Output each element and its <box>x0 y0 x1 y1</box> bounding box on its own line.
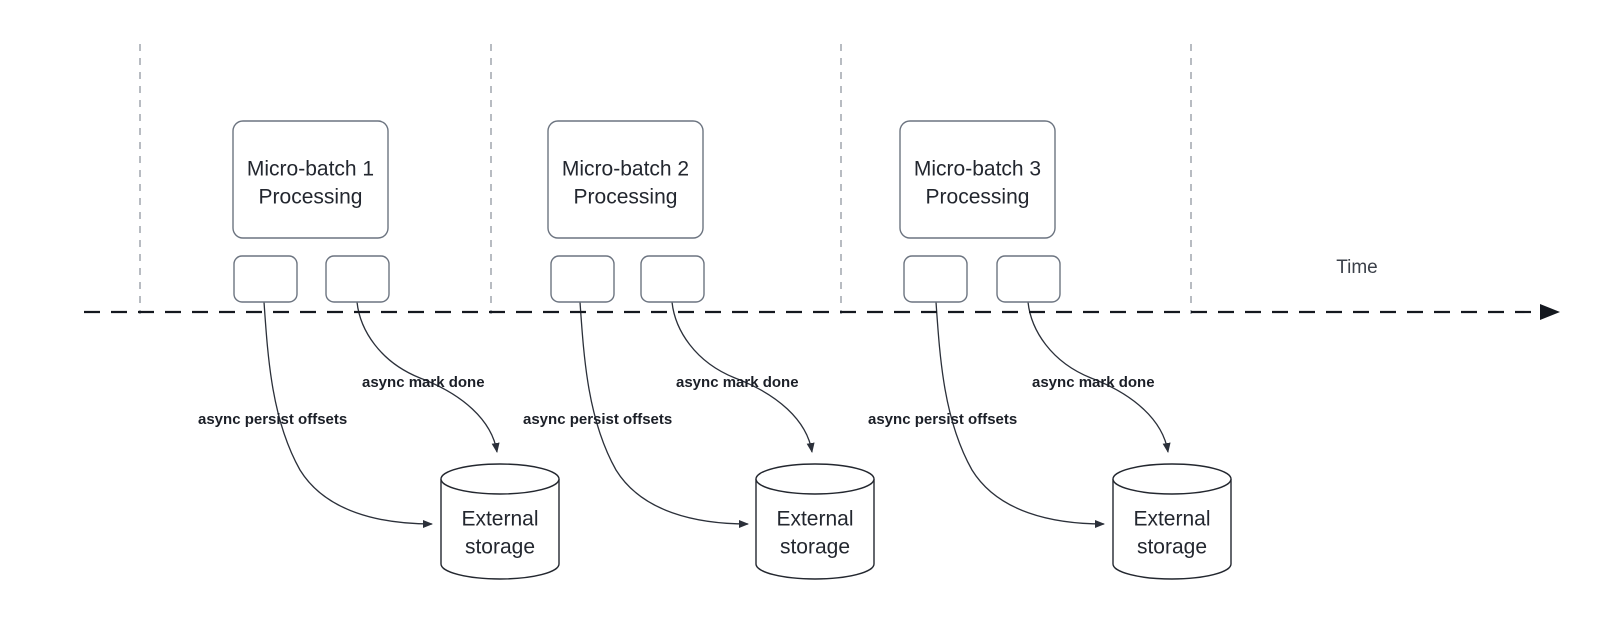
task-box-3-2[interactable] <box>996 255 1061 303</box>
processing-box-2[interactable]: Micro-batch 2 Processing <box>547 120 704 239</box>
edge-label-persist-offsets-3: async persist offsets <box>868 411 1017 428</box>
edge-label-persist-offsets-2: async persist offsets <box>523 411 672 428</box>
edges-layer <box>263 301 1171 528</box>
external-storage-3[interactable]: External storage <box>1112 463 1232 580</box>
storage-label-line1: External <box>776 508 853 531</box>
storage-label-line1: External <box>1133 508 1210 531</box>
edge-persist-offsets-1 <box>263 301 433 528</box>
processing-box-label-line2: Processing <box>574 186 678 209</box>
processing-box-label-line1: Micro-batch 2 <box>562 158 689 181</box>
edge-mark-done-1 <box>356 301 500 453</box>
processing-box-shape <box>899 120 1056 239</box>
task-box-1-1[interactable] <box>233 255 298 303</box>
processing-box-label-line1: Micro-batch 1 <box>247 158 374 181</box>
cylinder-body <box>755 479 875 580</box>
edge-mark-done-2 <box>671 301 815 453</box>
edge-label-mark-done-3: async mark done <box>1032 374 1155 391</box>
timeline-tick-group <box>139 44 1192 314</box>
task-box-2-1[interactable] <box>550 255 615 303</box>
cylinder-top-icon <box>1112 463 1232 495</box>
edge-label-mark-done-1: async mark done <box>362 374 485 391</box>
cylinder-body <box>1112 479 1232 580</box>
task-box-1-2[interactable] <box>325 255 390 303</box>
processing-box-label-line1: Micro-batch 3 <box>914 158 1041 181</box>
edge-persist-offsets-2 <box>579 301 749 528</box>
storage-label-line2: storage <box>465 536 535 559</box>
processing-box-3[interactable]: Micro-batch 3 Processing <box>899 120 1056 239</box>
edge-labels-layer: async persist offsets async mark done asyn… <box>198 374 1155 428</box>
storage-label-line2: storage <box>1137 536 1207 559</box>
cylinder-top-icon <box>755 463 875 495</box>
processing-box-label-line2: Processing <box>259 186 363 209</box>
cylinder-body <box>440 479 560 580</box>
edge-label-persist-offsets-1: async persist offsets <box>198 411 347 428</box>
storage-label-line1: External <box>461 508 538 531</box>
edge-label-mark-done-2: async mark done <box>676 374 799 391</box>
processing-box-1[interactable]: Micro-batch 1 Processing <box>232 120 389 239</box>
edge-mark-done-3 <box>1027 301 1171 453</box>
task-box-2-2[interactable] <box>640 255 705 303</box>
timeline-arrow-icon <box>1540 304 1560 320</box>
cylinder-top-icon <box>440 463 560 495</box>
edge-persist-offsets-3 <box>935 301 1105 528</box>
timeline-label: Time <box>1336 257 1378 278</box>
external-storage-2[interactable]: External storage <box>755 463 875 580</box>
external-storage-1[interactable]: External storage <box>440 463 560 580</box>
storage-label-line2: storage <box>780 536 850 559</box>
timeline-axis: Time <box>84 257 1560 320</box>
processing-box-label-line2: Processing <box>926 186 1030 209</box>
processing-box-shape <box>232 120 389 239</box>
task-box-3-1[interactable] <box>903 255 968 303</box>
processing-box-shape <box>547 120 704 239</box>
